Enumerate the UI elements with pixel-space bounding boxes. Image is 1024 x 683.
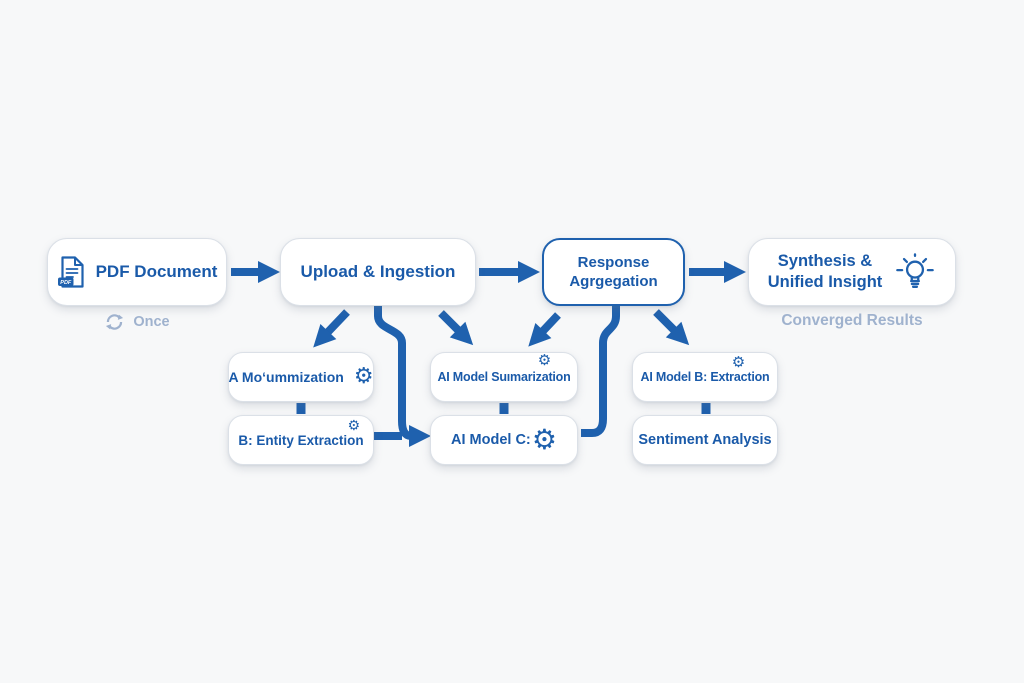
caption-converged-label: Converged Results (781, 312, 923, 329)
lightbulb-icon (896, 253, 935, 288)
node-sentiment-analysis: Sentiment Analysis (632, 415, 778, 465)
node-label: Upload & Ingestion (300, 262, 456, 281)
node-ai-model-summarization: ⚙ AI Model Suımarization (430, 352, 578, 402)
node-ai-model-c: AI Model C: ⚙ (430, 415, 578, 465)
node-entity-extraction: ⚙ B: Entity Extraction (228, 415, 374, 465)
gear-icon: ⚙ (537, 351, 551, 369)
arrow-response-to-model-b (653, 309, 690, 346)
gear-icon: ⚙ (347, 418, 360, 434)
gear-icon: ⚙ (531, 423, 557, 456)
pdf-file-icon: PDF (57, 256, 84, 288)
arrow-upload-to-model-a (313, 309, 350, 348)
caption-once-label: Once (133, 314, 170, 330)
node-label: A Moʻummization (228, 369, 344, 385)
node-label: Sentiment Analysis (638, 432, 772, 448)
node-label-line1: Synthesis & (777, 252, 873, 271)
node-label: PDF Document (95, 262, 218, 281)
caption-converged-results: Converged Results (748, 312, 956, 330)
node-label: AI Model B: Extraction (640, 370, 770, 384)
gear-icon: ⚙ (353, 364, 374, 389)
node-label-line2: Agrgegation (569, 273, 658, 290)
node-pdf-document: PDF PDF Document (47, 238, 227, 306)
connector-paths (231, 261, 746, 447)
gear-icon: ⚙ (731, 353, 745, 371)
node-label-line1: Response (577, 253, 650, 271)
node-ai-model-b-extraction: ⚙ AI Model B: Extraction (632, 352, 778, 402)
caption-once: Once (47, 312, 227, 332)
elbow-upload-to-model-c (374, 306, 431, 447)
arrow-response-to-model-sum (528, 312, 561, 347)
refresh-icon (106, 314, 124, 330)
node-upload-ingestion: Upload & Ingestion (280, 238, 476, 306)
node-label: B: Entity Extraction (238, 432, 364, 448)
pdf-badge-label: PDF (60, 280, 72, 286)
node-label: AI Model Suımarization (437, 370, 571, 384)
node-model-a-summarization: A Moʻummization ⚙ (228, 352, 374, 402)
node-synthesis-unified-insight: Synthesis & Unified Insight (748, 238, 956, 306)
arrow-upload-to-model-sum (438, 310, 474, 346)
node-label-line2: Unified Insight (767, 273, 883, 291)
elbow-model-c-to-response (581, 304, 620, 437)
node-label: AI Model C: (451, 432, 531, 448)
node-response-aggregation: Response Agrgegation (542, 238, 685, 306)
node-label: Synthesis & Unified Insight (768, 251, 883, 292)
